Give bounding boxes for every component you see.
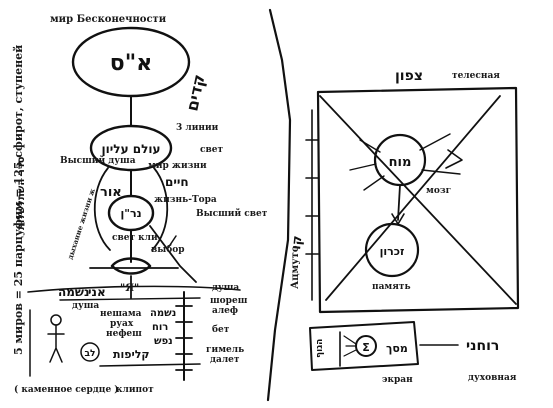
label-upper-light: Высший свет xyxy=(196,208,268,219)
masach-heb: מסך xyxy=(386,342,408,355)
arrow-head-1 xyxy=(167,235,177,249)
diag-right xyxy=(149,225,197,283)
label-neshama: нешама xyxy=(100,309,142,319)
screen-box xyxy=(309,321,419,371)
klipot-heb: קליפות xyxy=(113,348,150,361)
label-three-lines: 3 линии xyxy=(176,123,219,133)
diag-x1 xyxy=(319,95,517,305)
ruach-r-heb: רוח xyxy=(152,322,168,333)
heart-circle xyxy=(80,342,100,362)
tzafon-heb: צפון xyxy=(395,68,423,84)
label-shoresh: шореш xyxy=(210,296,248,306)
label-bodily: телесная xyxy=(452,71,500,81)
label-dalet: далет xyxy=(210,355,240,365)
label-brain: мозг xyxy=(426,186,451,196)
label-memory: память xyxy=(372,282,411,292)
neshama-r-heb: נשמה xyxy=(150,308,176,319)
divider-line xyxy=(266,8,292,402)
ein-sof-heb: א"ס xyxy=(110,51,152,76)
label-upper-soul: Высший душа xyxy=(60,155,136,166)
left-arc xyxy=(93,167,111,251)
label-stone-heart: ( каменное сердце ) xyxy=(14,384,119,395)
right-arc xyxy=(151,167,169,251)
chaim-heb: חיים xyxy=(165,175,189,189)
diag-x2 xyxy=(325,95,501,301)
brain-arrow xyxy=(445,149,463,169)
label-screen: экран xyxy=(382,375,413,385)
mocha-heb: מוח xyxy=(389,155,412,170)
memory-circle xyxy=(364,222,420,278)
main-frame xyxy=(316,86,520,314)
lower-line-1 xyxy=(27,285,241,293)
zikaron-heb: זכרון xyxy=(380,245,405,258)
label-bet: бет xyxy=(212,324,230,335)
circle-link xyxy=(397,184,401,221)
left-right-vert-heb: קו xyxy=(289,235,305,251)
label-light-vessel: свет кли xyxy=(112,233,158,243)
screen-rays xyxy=(343,335,357,357)
ani-heb: אני xyxy=(88,285,106,299)
label-ruach: руах xyxy=(110,319,134,329)
haguf-heb: הגוף xyxy=(315,339,325,358)
brain-rays xyxy=(349,133,461,191)
label-atzmuto: Ацмуто xyxy=(290,245,301,289)
left-vertical-heb: סדר השתלשלות xyxy=(16,156,27,230)
label-klipot: клипот xyxy=(116,385,154,395)
figure-head xyxy=(50,314,62,326)
figure-body xyxy=(47,324,65,363)
ohr-heb: אור xyxy=(100,185,122,200)
label-alef: алеф xyxy=(212,306,238,316)
label-soul-left: душа xyxy=(72,301,99,311)
choice-knot xyxy=(110,257,152,275)
lower-oval-heb: נר"ן xyxy=(120,207,141,220)
ladder-rungs xyxy=(175,305,193,371)
label-torah-life: жизнь-Тора xyxy=(154,195,217,205)
lev-heb: לב xyxy=(85,349,96,359)
label-spiritual: духовная xyxy=(468,373,517,383)
label-world-life: мир жизни xyxy=(148,161,207,171)
lower-line-2 xyxy=(59,297,201,301)
ruchani-heb: רוחני xyxy=(466,338,499,354)
screen-sigma: Σ xyxy=(362,341,370,354)
label-nefesh: нефеш xyxy=(106,329,142,339)
label-light: свет xyxy=(200,145,223,155)
olam-elyon-heb: עולם עליון xyxy=(102,142,161,156)
label-choice: выбор xyxy=(151,244,185,255)
label-diagonal: дыхание жизни ж xyxy=(65,187,96,260)
neshama-heb: נשמה xyxy=(58,285,89,299)
right-ladder-rungs xyxy=(305,139,319,255)
label-vertical-worlds: 5 миров = 25 парцуфим = 125 сфирот, ступ… xyxy=(12,45,25,355)
nefesh-r-heb: נפש xyxy=(154,336,173,347)
kadim-heb: קדים xyxy=(182,73,208,113)
label-gimel: гимель xyxy=(206,345,244,355)
bottom-line xyxy=(99,363,201,367)
label-infinity-world: мир Бесконечности xyxy=(50,14,167,25)
label-ya: "Я" xyxy=(120,283,139,294)
label-soul-right: душа xyxy=(212,283,239,293)
